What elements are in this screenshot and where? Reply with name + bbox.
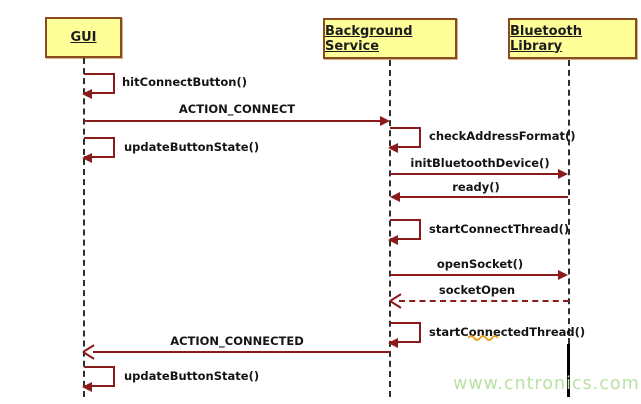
actor-box-bluetooth-library: Bluetooth Library bbox=[508, 18, 637, 59]
message-line-socketopen bbox=[399, 300, 569, 302]
watermark: www.cntronics.com bbox=[453, 374, 640, 394]
message-label: checkAddressFormat() bbox=[429, 129, 576, 143]
arrowhead bbox=[388, 338, 398, 348]
actor-label-gui: GUI bbox=[70, 30, 97, 45]
arrowhead bbox=[390, 192, 400, 202]
message-label: updateButtonState() bbox=[124, 140, 260, 154]
message-label: socketOpen bbox=[438, 283, 516, 297]
message-label: updateButtonState() bbox=[124, 369, 260, 383]
message-line-action-connected bbox=[93, 351, 390, 353]
spellcheck-squiggle-icon bbox=[468, 335, 499, 341]
self-message-startconnectthread bbox=[388, 219, 421, 245]
arrowhead bbox=[558, 169, 568, 179]
message-label: startConnectThread() bbox=[429, 222, 570, 236]
arrowhead bbox=[388, 235, 398, 245]
actor-box-gui: GUI bbox=[45, 17, 122, 58]
message-line-action-connect bbox=[84, 120, 381, 122]
message-label: hitConnectButton() bbox=[122, 75, 248, 89]
self-message-updatebuttonstate bbox=[82, 137, 115, 163]
arrowhead bbox=[388, 143, 398, 153]
message-label: ACTION_CONNECTED bbox=[170, 334, 304, 348]
arrowhead bbox=[558, 270, 568, 280]
arrowhead bbox=[82, 153, 92, 163]
lifeline-bluetooth-library bbox=[568, 60, 570, 344]
message-label: ready() bbox=[452, 180, 500, 194]
lifeline-gui bbox=[83, 58, 85, 397]
arrowhead bbox=[82, 382, 92, 392]
self-message-checkaddressformat bbox=[388, 127, 421, 153]
arrowhead bbox=[390, 294, 403, 308]
arrowhead bbox=[380, 116, 390, 126]
arrowhead bbox=[83, 345, 96, 359]
self-message-hitconnectbutton bbox=[82, 73, 115, 99]
lifeline-background-service bbox=[389, 60, 391, 397]
message-label: openSocket() bbox=[436, 257, 524, 271]
message-line-initbluetoothdevice bbox=[390, 173, 559, 175]
actor-box-background-service: Background Service bbox=[323, 18, 457, 59]
message-line-ready bbox=[398, 196, 568, 198]
self-message-startconnectedthread bbox=[388, 322, 421, 348]
lifeline-bluetooth-library-solid-segment bbox=[567, 344, 570, 397]
message-label: initBluetoothDevice() bbox=[410, 156, 550, 170]
message-label: startConnectedThread() bbox=[429, 325, 586, 339]
self-message-updatebuttonstate-2 bbox=[82, 366, 115, 392]
arrowhead bbox=[82, 89, 92, 99]
message-line-opensocket bbox=[390, 274, 559, 276]
actor-label-background-service: Background Service bbox=[325, 23, 413, 54]
actor-label-bluetooth-library: Bluetooth Library bbox=[510, 23, 582, 54]
message-label: ACTION_CONNECT bbox=[178, 102, 296, 116]
